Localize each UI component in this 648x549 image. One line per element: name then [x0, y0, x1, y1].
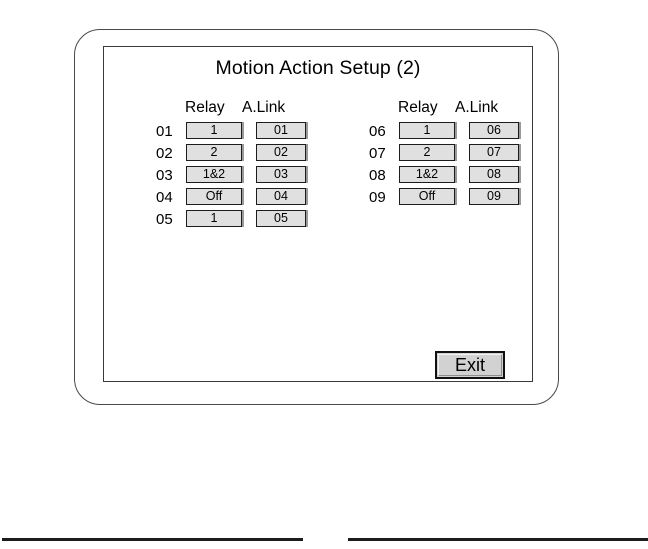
osd-screen: Motion Action Setup (2) Relay A.Link 01 …: [103, 46, 533, 382]
table-row: 07 2 07: [369, 143, 537, 165]
table-row: 06 1 06: [369, 121, 537, 143]
alink-value-button[interactable]: 05: [256, 210, 306, 227]
table-row: 09 Off 09: [369, 187, 537, 209]
table-row: 08 1&2 08: [369, 165, 537, 187]
page-title: Motion Action Setup (2): [215, 57, 421, 79]
table-row: 01 1 01: [156, 121, 324, 143]
exit-button[interactable]: Exit: [435, 351, 505, 379]
alink-value-button[interactable]: 04: [256, 188, 306, 205]
relay-value-button[interactable]: 1: [186, 122, 242, 139]
page-rule-left: [2, 538, 303, 541]
relay-group-left: Relay A.Link 01 1 01 02 2 02 03 1&2 03 0…: [156, 99, 324, 231]
exit-button-label: Exit: [438, 354, 502, 376]
relay-value-button[interactable]: 1&2: [399, 166, 455, 183]
header-alink: A.Link: [242, 99, 286, 116]
relay-value-button[interactable]: 1: [399, 122, 455, 139]
relay-group-right: Relay A.Link 06 1 06 07 2 07 08 1&2 08 0…: [369, 99, 537, 209]
alink-value-button[interactable]: 08: [469, 166, 519, 183]
alink-value-button[interactable]: 02: [256, 144, 306, 161]
table-row: 03 1&2 03: [156, 165, 324, 187]
row-index: 03: [156, 167, 173, 184]
relay-value-button[interactable]: Off: [399, 188, 455, 205]
relay-value-button[interactable]: 1&2: [186, 166, 242, 183]
row-index: 07: [369, 145, 386, 162]
row-index: 06: [369, 123, 386, 140]
row-index: 01: [156, 123, 173, 140]
alink-value-button[interactable]: 09: [469, 188, 519, 205]
alink-value-button[interactable]: 01: [256, 122, 306, 139]
row-index: 05: [156, 211, 173, 228]
table-row: 02 2 02: [156, 143, 324, 165]
column-headers-left: Relay A.Link: [156, 99, 316, 121]
row-index: 09: [369, 189, 386, 206]
header-relay: Relay: [185, 99, 225, 116]
column-headers-right: Relay A.Link: [369, 99, 529, 121]
header-relay: Relay: [398, 99, 438, 116]
alink-value-button[interactable]: 07: [469, 144, 519, 161]
alink-value-button[interactable]: 03: [256, 166, 306, 183]
table-row: 04 Off 04: [156, 187, 324, 209]
header-alink: A.Link: [455, 99, 499, 116]
table-row: 05 1 05: [156, 209, 324, 231]
relay-value-button[interactable]: 2: [399, 144, 455, 161]
row-index: 08: [369, 167, 386, 184]
relay-value-button[interactable]: 1: [186, 210, 242, 227]
alink-value-button[interactable]: 06: [469, 122, 519, 139]
relay-value-button[interactable]: 2: [186, 144, 242, 161]
row-index: 04: [156, 189, 173, 206]
row-index: 02: [156, 145, 173, 162]
page-rule-right: [348, 538, 648, 541]
relay-value-button[interactable]: Off: [186, 188, 242, 205]
